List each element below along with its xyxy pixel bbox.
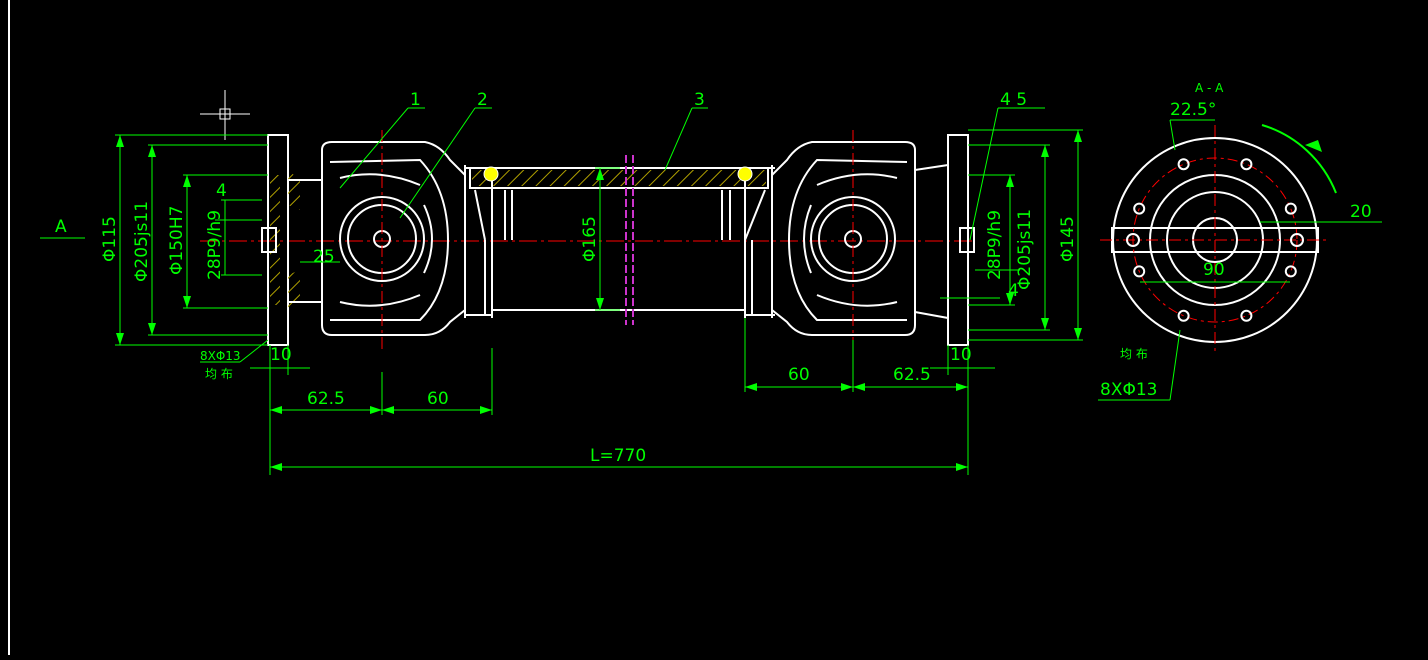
part-1-label: 1 [410,90,421,110]
dim-flange-left: 10 [270,345,292,365]
dim-d165: Φ165 [580,216,600,262]
dimension-arrows [116,130,1082,471]
dim-slot-width: 20 [1350,202,1372,222]
bolt-hole [1133,202,1146,215]
dim-d150: Φ150H7 [167,206,187,275]
bolt-hole [1284,265,1297,278]
right-flange [947,134,969,346]
bolt-left [483,166,499,182]
bolt-holes [1126,158,1304,322]
dim-60-left: 60 [427,389,449,409]
dim-slot-span: 90 [1203,260,1225,280]
section-title: A - A [1195,81,1224,95]
dimension-text: A Φ115 Φ205js11 Φ150H7 28P9/h9 4 25 Φ165… [55,90,1078,466]
bolt-hole [1284,202,1297,215]
dim-angle: 22.5° [1170,100,1216,120]
part-4-5-label: 4 5 [1000,90,1027,110]
holes-right-label: 8XΦ13 [1100,380,1157,400]
section-marker-label: A [55,217,67,237]
dim-d115: Φ115 [100,216,120,262]
dim-60-right: 60 [788,365,810,385]
left-yoke [321,141,466,336]
bolt-hole [1240,158,1253,171]
break-lines [625,155,634,325]
dim-flange-right: 10 [950,345,972,365]
bearing-centerlines [381,130,854,350]
part-4-left-label: 4 [216,181,227,201]
dim-key-right: 28P9/h9 [985,210,1005,280]
section-arc-marker [1261,124,1337,194]
slot-hole [1126,233,1140,247]
dimension-lines [40,107,1083,475]
holes-right-note: 均 布 [1120,347,1148,361]
tube-bolts [483,166,753,182]
bolt-hole [1240,309,1253,322]
cursor-crosshair-icon [200,90,250,140]
dim-62-5-right: 62.5 [893,365,931,385]
dim-d25: 25 [313,247,335,267]
bolt-hole [1177,309,1190,322]
dim-key-left: 28P9/h9 [205,210,225,280]
dim-total-length: L=770 [590,446,646,466]
dim-d145: Φ145 [1058,216,1078,262]
holes-left-note: 均 布 [205,367,233,381]
right-yoke [771,141,916,336]
bolt-hole [1133,265,1146,278]
dim-62-5-left: 62.5 [307,389,345,409]
bolt-hole [1177,158,1190,171]
holes-left-label: 8XΦ13 [200,349,241,363]
slot-hole [1290,233,1304,247]
right-cross-bearing [810,196,896,282]
part-4-right-label: 4 [1008,281,1019,301]
dim-d205-right: Φ205js11 [1015,209,1035,290]
part-2-label: 2 [477,90,488,110]
part-3-label: 3 [694,90,705,110]
bolt-right [737,166,753,182]
left-flange [267,134,289,346]
section-view: A - A 22.5° 20 90 均 布 8XΦ13 [1098,81,1382,401]
dim-d205-left: Φ205js11 [132,201,152,282]
left-cross-bearing [339,196,425,282]
